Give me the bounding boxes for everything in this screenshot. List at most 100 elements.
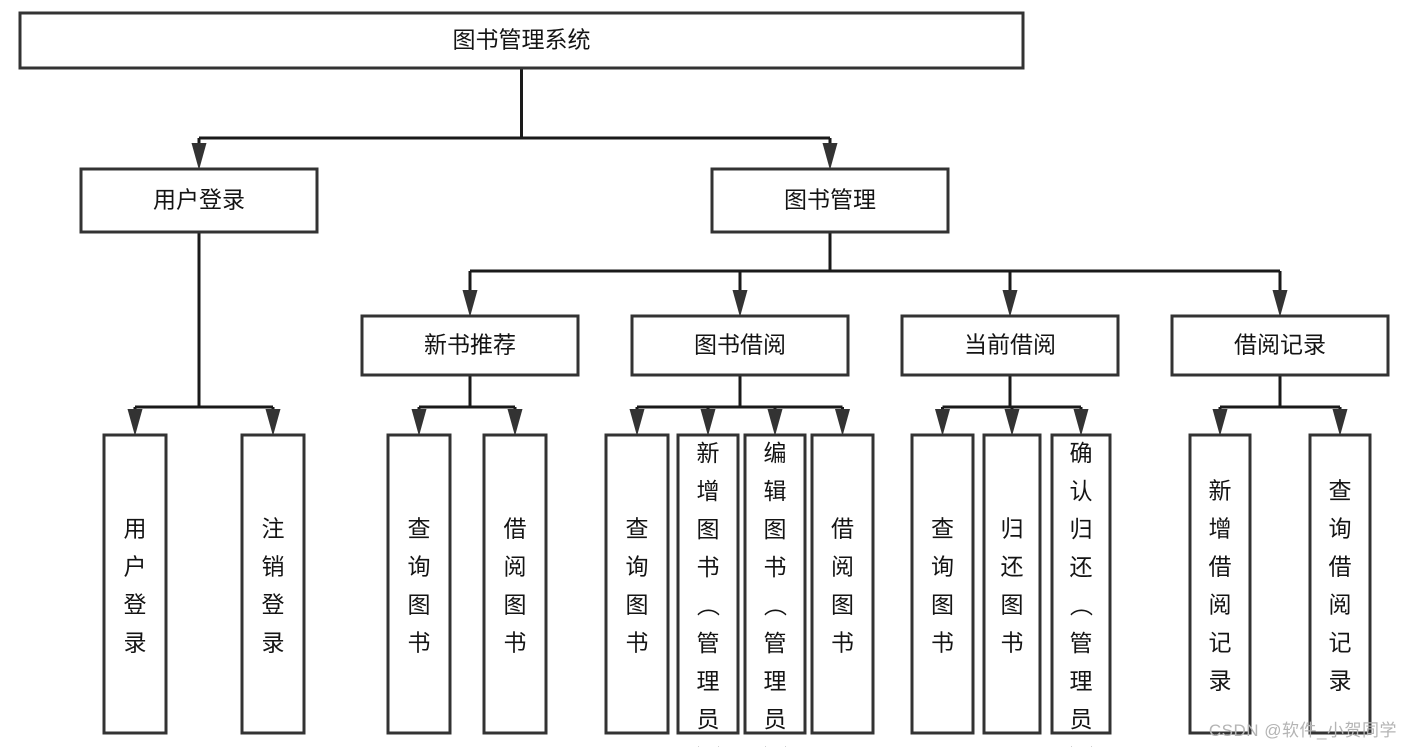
arrow-head-icon bbox=[732, 290, 748, 317]
node-box[interactable] bbox=[1050, 433, 1112, 735]
node-label: 用户登录 bbox=[153, 187, 245, 213]
node-label-char: 书 bbox=[697, 554, 720, 580]
node-label-char: 理 bbox=[697, 668, 720, 694]
node-label-char: 图 bbox=[931, 592, 954, 618]
arrow-head-icon bbox=[265, 409, 281, 436]
node-box[interactable] bbox=[18, 11, 1025, 70]
connectors-layer bbox=[127, 68, 1348, 436]
node-box[interactable] bbox=[79, 167, 319, 234]
node-box[interactable] bbox=[743, 433, 807, 735]
node-label-char: 图 bbox=[764, 516, 787, 542]
node-box[interactable] bbox=[630, 314, 850, 377]
node-label-char: 图 bbox=[831, 592, 854, 618]
node-leaf-user-login[interactable]: 用户登录 bbox=[102, 433, 168, 735]
node-box[interactable] bbox=[360, 314, 580, 377]
node-box[interactable] bbox=[710, 167, 950, 234]
node-label-char: 归 bbox=[1070, 516, 1093, 542]
node-label-char: ） bbox=[762, 746, 788, 747]
node-box[interactable] bbox=[910, 433, 975, 735]
node-label-char: 记 bbox=[1209, 630, 1232, 656]
arrow-head-icon bbox=[1002, 290, 1018, 317]
node-label-char: 注 bbox=[262, 516, 285, 542]
node-book-manage[interactable]: 图书管理 bbox=[710, 167, 950, 234]
node-label-char: 录 bbox=[124, 630, 147, 656]
node-label-char: 员 bbox=[1070, 706, 1093, 732]
node-label-char: 辑 bbox=[764, 478, 787, 504]
node-label-char: 登 bbox=[124, 592, 147, 618]
node-label-char: 查 bbox=[1329, 478, 1352, 504]
arrow-head-icon bbox=[835, 409, 850, 436]
node-book-borrow[interactable]: 图书借阅 bbox=[630, 314, 850, 377]
arrow-head-icon bbox=[767, 409, 783, 436]
node-label-char: 管 bbox=[1070, 630, 1093, 656]
arrow-head-icon bbox=[700, 409, 716, 436]
node-label-char: 书 bbox=[626, 630, 649, 656]
node-label-char: 记 bbox=[1329, 630, 1352, 656]
node-box[interactable] bbox=[102, 433, 168, 735]
node-label: 借阅记录 bbox=[1234, 332, 1326, 358]
node-box[interactable] bbox=[676, 433, 740, 735]
node-label-char: 书 bbox=[408, 630, 431, 656]
node-label: 新书推荐 bbox=[424, 332, 516, 358]
node-label-char: 书 bbox=[931, 630, 954, 656]
node-box[interactable] bbox=[1308, 433, 1372, 735]
node-label-char: （ bbox=[1068, 594, 1094, 617]
node-label-char: 借 bbox=[1329, 554, 1352, 580]
node-label-char: 查 bbox=[626, 516, 649, 542]
node-new-book-recommend[interactable]: 新书推荐 bbox=[360, 314, 580, 377]
node-label-char: 录 bbox=[1209, 668, 1232, 694]
node-label-char: 图 bbox=[697, 516, 720, 542]
node-label-char: 借 bbox=[1209, 554, 1232, 580]
arrow-head-icon bbox=[822, 143, 838, 170]
node-label-char: 阅 bbox=[504, 554, 527, 580]
node-box[interactable] bbox=[240, 433, 306, 735]
node-label-char: 还 bbox=[1001, 554, 1024, 580]
node-user-login[interactable]: 用户登录 bbox=[79, 167, 319, 234]
node-borrow-record[interactable]: 借阅记录 bbox=[1170, 314, 1390, 377]
arrow-head-icon bbox=[507, 409, 523, 436]
node-label-char: 图 bbox=[408, 592, 431, 618]
node-label-char: 管 bbox=[764, 630, 787, 656]
node-label-char: 管 bbox=[697, 630, 720, 656]
node-label-char: 图 bbox=[504, 592, 527, 618]
node-label-char: 书 bbox=[831, 630, 854, 656]
arrow-head-icon bbox=[462, 290, 478, 317]
node-label-char: 增 bbox=[1209, 516, 1232, 542]
node-label-char: ） bbox=[1068, 746, 1094, 747]
node-box[interactable] bbox=[482, 433, 548, 735]
node-current-borrow[interactable]: 当前借阅 bbox=[900, 314, 1120, 377]
node-label-char: 编 bbox=[764, 440, 787, 466]
node-label-char: ） bbox=[695, 746, 721, 747]
node-box[interactable] bbox=[900, 314, 1120, 377]
node-box[interactable] bbox=[982, 433, 1042, 735]
node-box[interactable] bbox=[1170, 314, 1390, 377]
node-box[interactable] bbox=[1188, 433, 1252, 735]
node-label-char: 录 bbox=[262, 630, 285, 656]
node-label-char: 员 bbox=[764, 706, 787, 732]
node-box[interactable] bbox=[604, 433, 670, 735]
node-root[interactable]: 图书管理系统 bbox=[18, 11, 1025, 70]
node-box[interactable] bbox=[810, 433, 875, 735]
node-label: 图书管理 bbox=[784, 187, 876, 213]
node-label-char: 新 bbox=[1209, 478, 1232, 504]
node-label-char: 销 bbox=[262, 554, 285, 580]
node-box[interactable] bbox=[386, 433, 452, 735]
arrow-head-icon bbox=[127, 409, 143, 436]
arrow-head-icon bbox=[935, 409, 950, 436]
arrow-head-icon bbox=[1212, 409, 1228, 436]
arrow-head-icon bbox=[191, 143, 207, 170]
arrow-head-icon bbox=[629, 409, 645, 436]
